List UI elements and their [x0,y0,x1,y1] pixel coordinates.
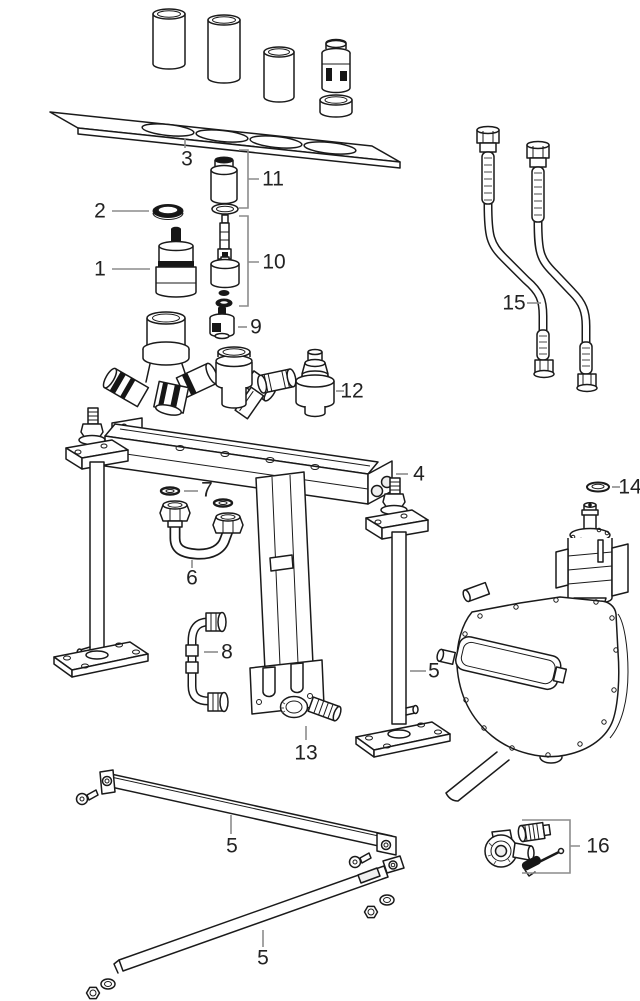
callout-5-bar1: 5 [226,834,238,858]
check-valve [209,306,235,340]
sleeve-tall-1 [152,8,186,70]
callout-16: 16 [586,834,610,858]
callout-3: 3 [181,147,193,171]
callout-5-rightleg: 5 [428,659,440,683]
mounting-rail [104,417,394,505]
bracket-11 [239,149,259,209]
bracket-10 [239,215,259,307]
callout-2: 2 [94,199,106,223]
mounting-ring [152,204,184,220]
callout-8: 8 [221,640,233,664]
callout-12: 12 [340,379,364,403]
mixing-valve-body [102,311,219,416]
connection-hose [185,611,229,713]
bracket-16 [522,819,580,874]
nut-washer-right [363,894,395,919]
supply-hose-right [526,140,598,393]
nut-washer-left [85,978,116,1000]
callout-14: 14 [618,475,640,499]
screw-left [75,789,99,806]
callout-7: 7 [201,478,213,502]
callout-9: 9 [250,315,262,339]
service-kit [484,821,565,877]
elbow-fitting [279,695,342,722]
callout-15: 15 [502,291,526,315]
callout-6: 6 [186,566,198,590]
left-leg [53,407,149,678]
u-pipe [159,500,244,560]
callout-10: 10 [262,250,286,274]
callout-1: 1 [94,257,106,281]
trim-ring [319,94,353,118]
solenoid-valve [295,348,335,418]
sleeve-tall-2 [207,14,241,84]
boiler-unit [436,502,629,802]
center-strut [249,471,325,715]
seal-washers [159,486,234,508]
cartridge-cap [210,156,239,215]
crossbar-upper [99,769,397,856]
crossbar-lower [113,855,405,974]
escutcheon-plate [49,111,401,169]
heater-box [454,636,568,691]
cartridge-sleeve [321,38,351,94]
sleeve-short [263,46,295,103]
screw-right [348,852,372,869]
seal-washer-14 [586,481,610,493]
right-leg [355,477,451,758]
adapter-fitting [257,368,297,394]
callout-5-bar2: 5 [257,946,269,970]
cartridge [155,226,197,298]
callout-13: 13 [294,741,318,765]
callout-11: 11 [262,167,284,191]
diverter-valve-body [215,346,277,420]
supply-hose-left [476,125,555,379]
spindle-kit [210,214,240,308]
callout-4: 4 [413,462,425,486]
